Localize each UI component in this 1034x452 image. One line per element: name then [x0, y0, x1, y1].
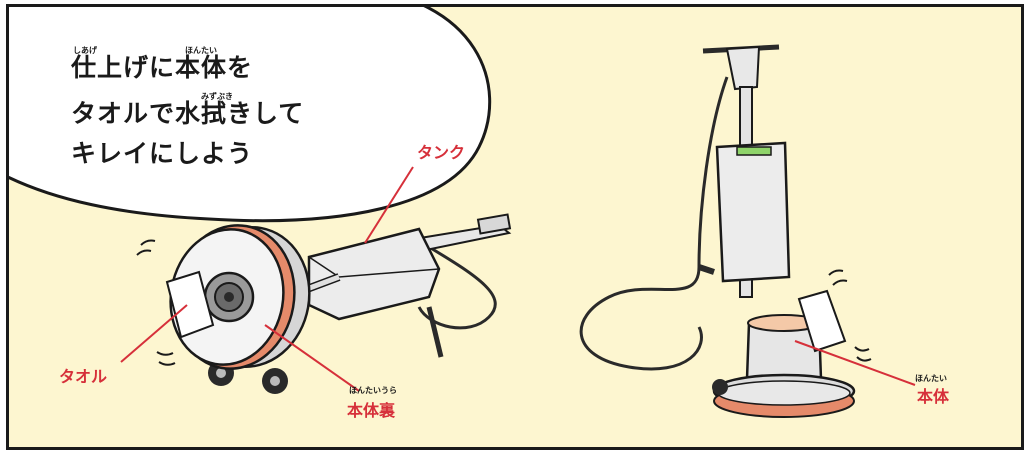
speech-bubble	[9, 7, 492, 223]
label-body: 本体	[917, 387, 950, 406]
label-body-back: 本体裏	[347, 401, 396, 420]
leader-body	[794, 340, 916, 386]
label-towel: タオル	[59, 367, 108, 386]
left-machine	[136, 213, 512, 394]
right-machine	[579, 44, 872, 418]
label-body-back-ruby: ほんたいうら	[349, 386, 397, 395]
illustration	[9, 7, 916, 418]
bubble-line-2: タオルで水拭きして	[71, 99, 305, 128]
leader-towel	[120, 304, 188, 363]
ruby-hontai: ほんたい	[185, 46, 217, 55]
ruby-mizubuki: みずぶき	[201, 92, 233, 101]
bubble-line-1: 仕上げに本体を	[71, 53, 254, 82]
leader-body-back	[264, 324, 360, 392]
bubble-line-3: キレイにしよう	[71, 139, 254, 168]
leader-tank	[364, 166, 414, 244]
label-tank: タンク	[417, 143, 466, 162]
ruby-shiage: しあげ	[73, 46, 97, 55]
comic-panel: しあげ ほんたい 仕上げに本体を みずぶき タオルで水拭きして キレイにしよう …	[6, 4, 1024, 450]
label-body-ruby: ほんたい	[915, 374, 947, 383]
